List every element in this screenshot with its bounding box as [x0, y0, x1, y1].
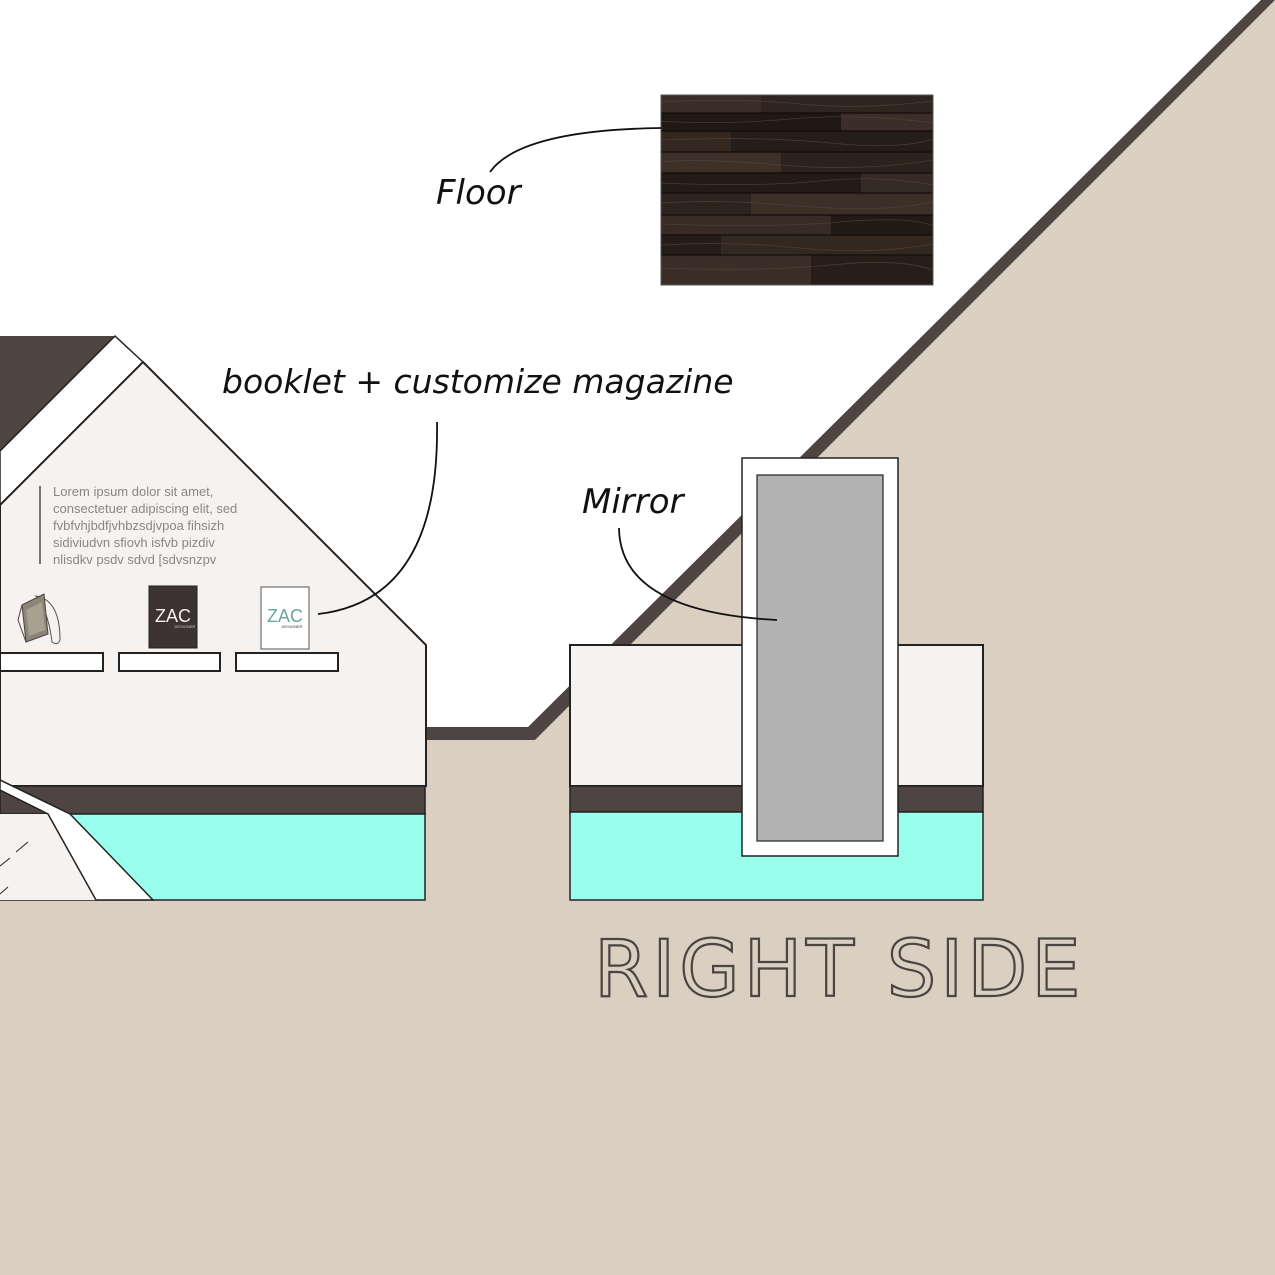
diagonal-beam-bottom: [0, 779, 155, 901]
right-side-booth: [569, 457, 984, 901]
shelf: [235, 652, 339, 672]
step-line: [0, 886, 9, 895]
booklet-label: booklet + customize magazine: [222, 362, 734, 401]
panel-text-line: Lorem ipsum dolor sit amet,: [53, 484, 213, 499]
handbag-icon: [17, 593, 61, 645]
magazine-subtitle: DESIGNER: [175, 624, 196, 629]
magazine-light: ZAC DESIGNER: [260, 586, 310, 650]
left-lower-wall: [0, 814, 96, 900]
panel-text-line: sidiviudvn sfiovh isfvb pizdiv: [53, 535, 215, 550]
panel-text-line: consectetuer adipiscing elit, sed: [53, 501, 237, 516]
left-booth: Lorem ipsum dolor sit amet, consectetuer…: [0, 334, 427, 901]
magazine-subtitle: DESIGNER: [282, 624, 303, 629]
floor-swatch-border: [660, 94, 934, 286]
right-side-title: RIGHT SIDE: [594, 925, 1085, 1015]
booklet-callout-line: [317, 421, 438, 615]
mirror-label: Mirror: [582, 482, 686, 522]
shelf: [0, 652, 104, 672]
panel-text-line: fvbfvhjbdfjvhbzsdjvpoa fihsizh: [53, 518, 224, 533]
step-line: [15, 841, 29, 853]
magazine-dark: ZAC DESIGNER: [148, 585, 198, 649]
wall-trim: [420, 0, 1275, 740]
magazine-title: ZAC: [155, 606, 191, 626]
mirror-callout-line: [618, 527, 778, 621]
left-base-band: [0, 785, 426, 815]
floor-label: Floor: [436, 173, 523, 213]
mirror-glass: [756, 474, 884, 842]
floor-wood-swatch: [661, 95, 933, 285]
step-line: [0, 857, 11, 867]
panel-text-line: nlisdkv psdv sdvd [sdvsnzpv: [53, 552, 217, 567]
magazine-title: ZAC: [267, 606, 303, 626]
floor-callout-line: [489, 127, 662, 173]
diagonal-beam-top: [0, 334, 145, 507]
shelf: [118, 652, 221, 672]
